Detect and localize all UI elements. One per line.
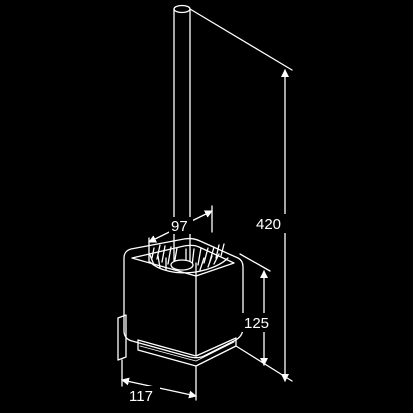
dimension-label-base-width: 117 xyxy=(129,388,153,405)
wall-bracket xyxy=(117,314,127,361)
dimension-label-brush-diameter: 97 xyxy=(171,218,188,235)
handle-top xyxy=(173,4,191,14)
base-plate xyxy=(137,337,237,367)
brush-container xyxy=(123,237,244,359)
container-rim xyxy=(131,244,235,277)
brush-bristles xyxy=(149,243,229,274)
dimension-label-container-height: 125 xyxy=(244,315,269,332)
dimension-label-height-total: 420 xyxy=(256,216,281,233)
extension-line-top xyxy=(189,8,293,71)
extension-line-rim xyxy=(239,253,271,272)
